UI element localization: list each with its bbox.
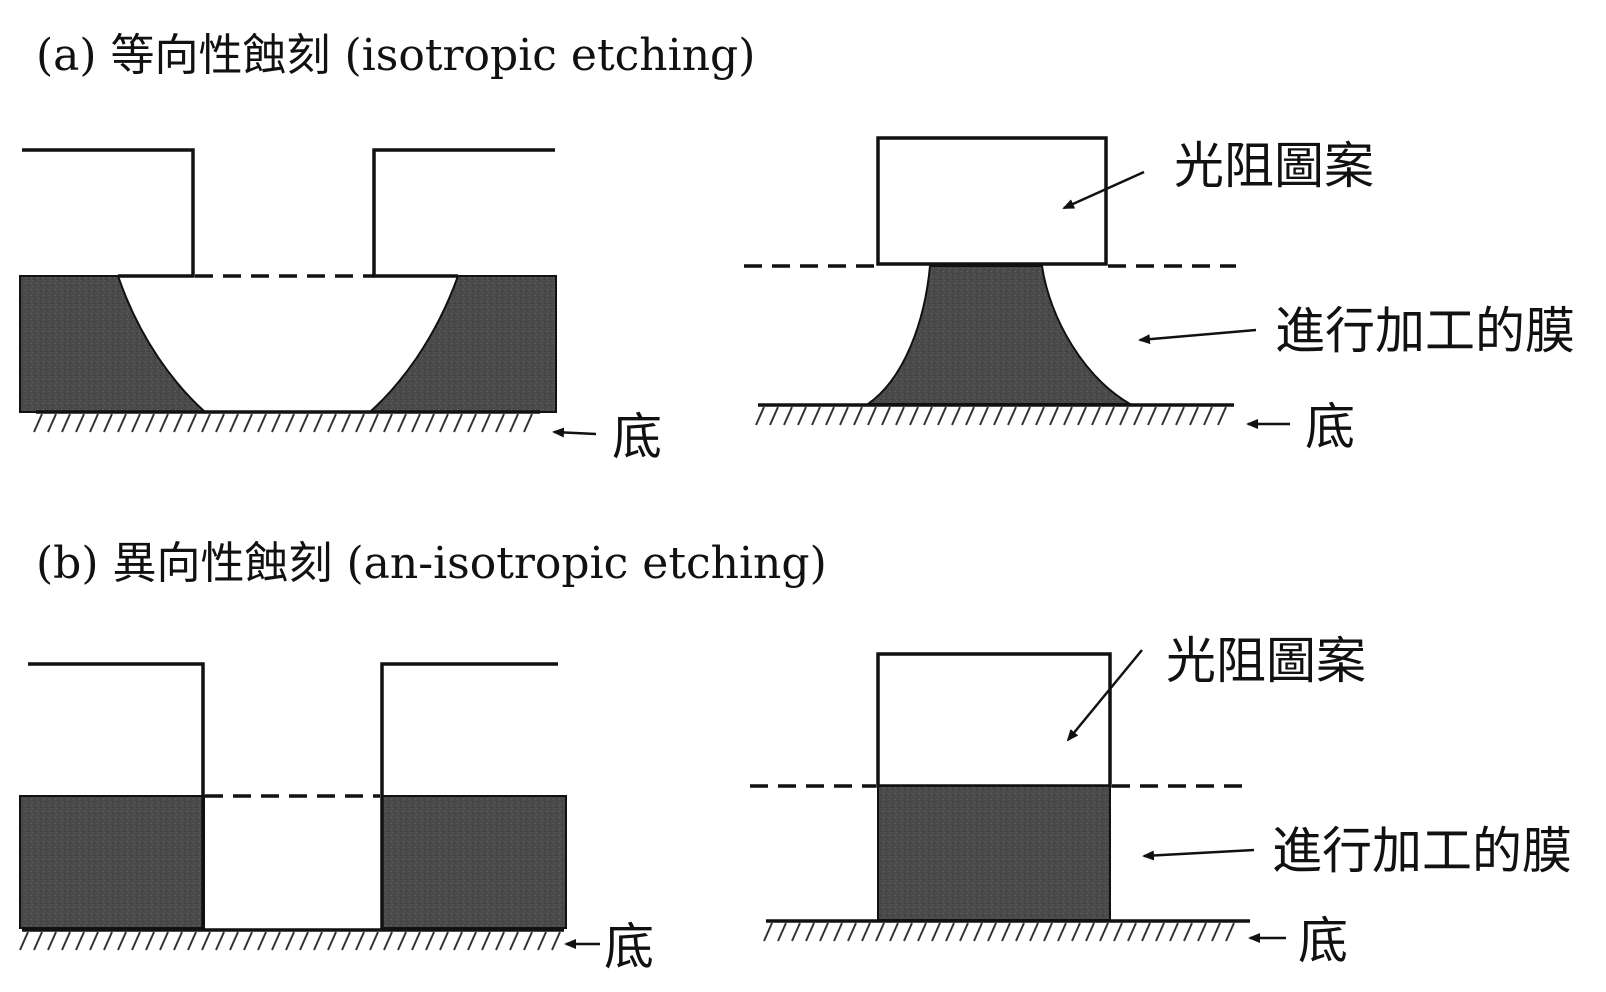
photoresist-outline: [28, 662, 205, 930]
photoresist-outline: [372, 148, 555, 278]
section-a-left-diagram: 底: [19, 148, 662, 466]
film-layer: [877, 785, 1111, 921]
substrate-label: 底: [1305, 398, 1355, 456]
film-arrow: [1142, 848, 1255, 861]
film-layer: [381, 795, 567, 929]
photoresist-pattern: [876, 652, 1112, 788]
photoresist-arrow: [1062, 170, 1145, 210]
film-arrow: [1138, 328, 1257, 345]
photoresist-pattern: [876, 136, 1108, 266]
section-b-right-diagram: 光阻圖案 進行加工的膜 底: [750, 632, 1572, 970]
substrate-label: 底: [1298, 912, 1348, 970]
substrate-hatching: [19, 931, 561, 951]
film-layer: [19, 795, 205, 929]
section-a-right-diagram: 光阻圖案 進行加工的膜 底: [744, 136, 1575, 456]
substrate-hatching: [755, 406, 1227, 426]
photoresist-label: 光阻圖案: [1166, 632, 1366, 690]
substrate-label: 底: [604, 918, 654, 976]
photoresist-outline: [380, 662, 558, 930]
section-b-title: (b) 異向性蝕刻 (an-isotropic etching): [36, 538, 827, 589]
photoresist-outline: [22, 148, 195, 278]
film-label: 進行加工的膜: [1272, 822, 1572, 880]
substrate-hatching: [763, 922, 1235, 942]
photoresist-label: 光阻圖案: [1174, 137, 1374, 195]
substrate-label: 底: [612, 408, 662, 466]
film-label: 進行加工的膜: [1275, 302, 1575, 360]
section-b-left-diagram: 底: [19, 662, 654, 976]
substrate-hatching: [33, 413, 533, 433]
section-a-title: (a) 等向性蝕刻 (isotropic etching): [36, 30, 755, 81]
photoresist-arrow: [1066, 649, 1143, 742]
film-layer: [864, 265, 1134, 405]
substrate-arrow: [552, 427, 597, 438]
film-layer: [19, 275, 557, 413]
